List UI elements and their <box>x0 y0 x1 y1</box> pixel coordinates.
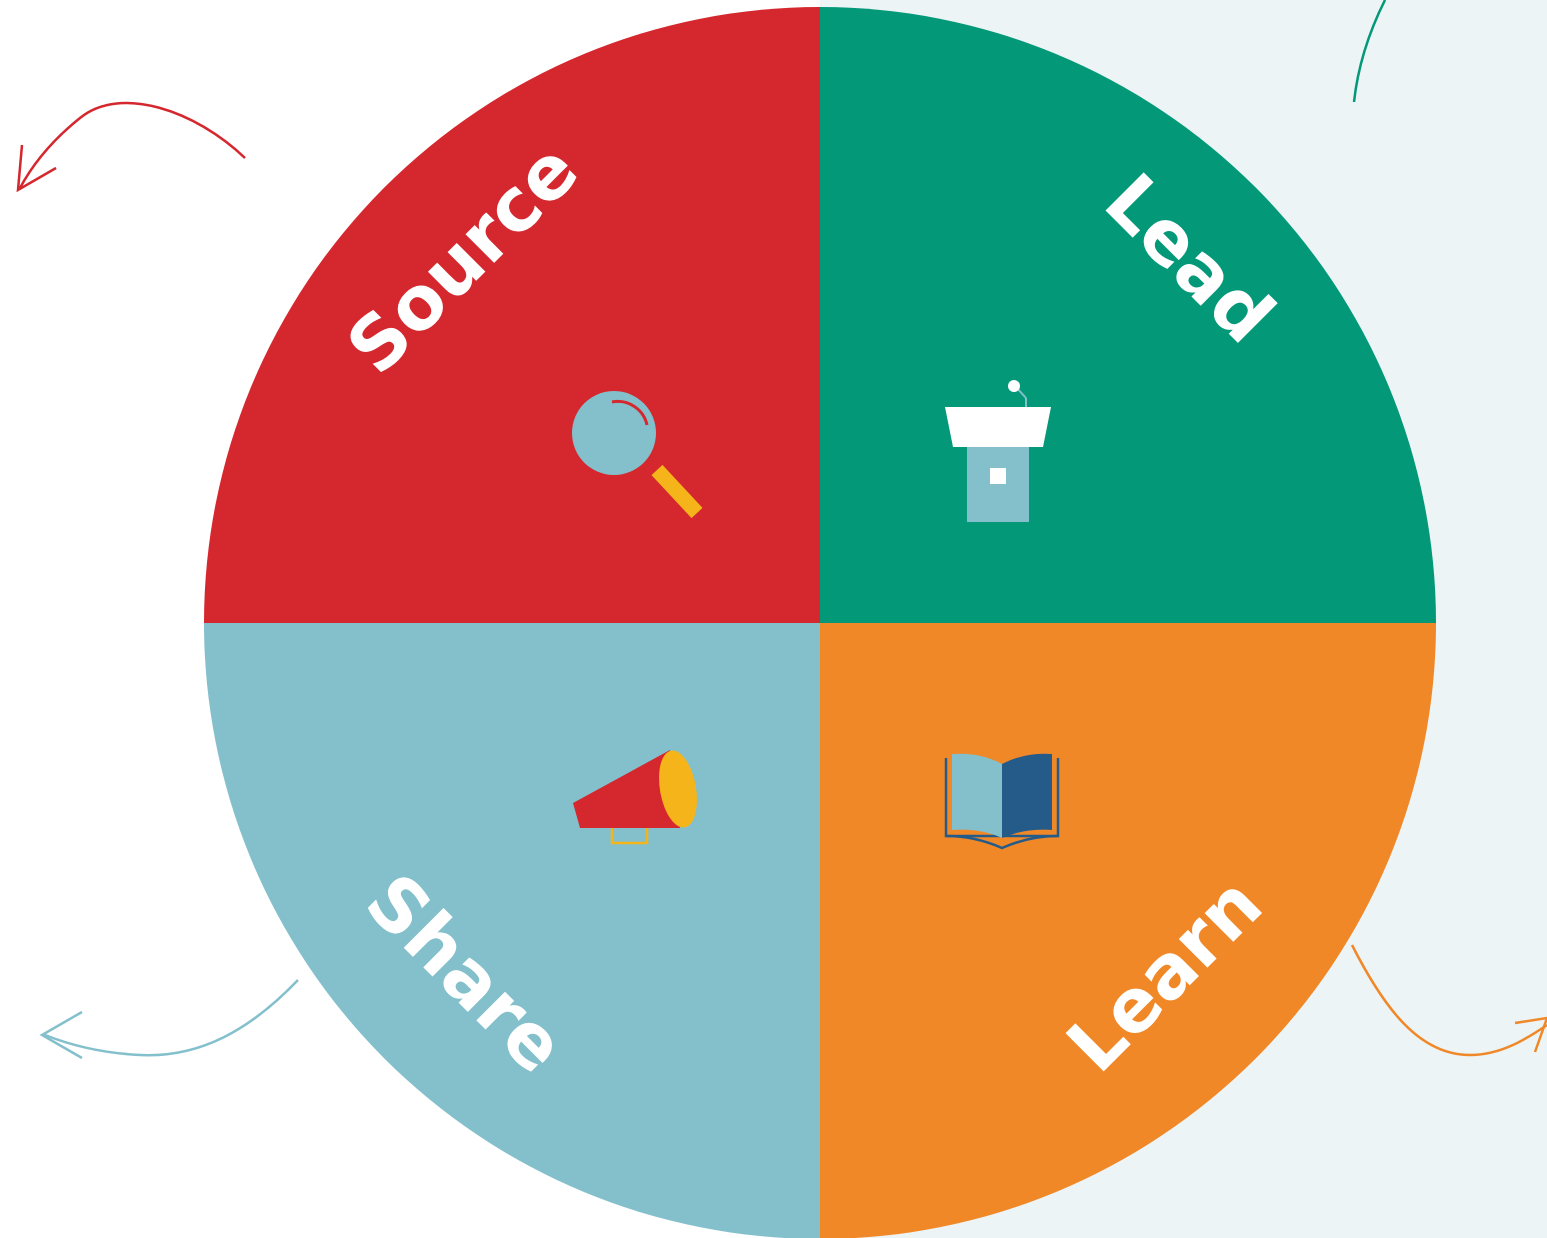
arrow-green <box>1352 0 1387 103</box>
curved-arrow-icon <box>18 101 246 189</box>
arrowhead-icon <box>39 1010 83 1060</box>
quadrant-share <box>204 623 820 1238</box>
arrow-red <box>16 101 246 193</box>
megaphone-icon <box>573 750 697 845</box>
open-book-icon <box>944 753 1060 850</box>
arrow-orange <box>1350 944 1547 1057</box>
quadrant-source <box>204 7 820 623</box>
curved-arrow-icon <box>44 979 299 1057</box>
magnifying-glass-icon <box>572 391 703 519</box>
podium-icon <box>945 380 1051 522</box>
curved-stroke-icon <box>1352 0 1387 103</box>
curved-arrow-icon <box>1350 944 1547 1057</box>
arrow-blue <box>39 979 299 1060</box>
arrowhead-icon <box>1514 1016 1547 1053</box>
arrowhead-icon <box>16 144 57 193</box>
